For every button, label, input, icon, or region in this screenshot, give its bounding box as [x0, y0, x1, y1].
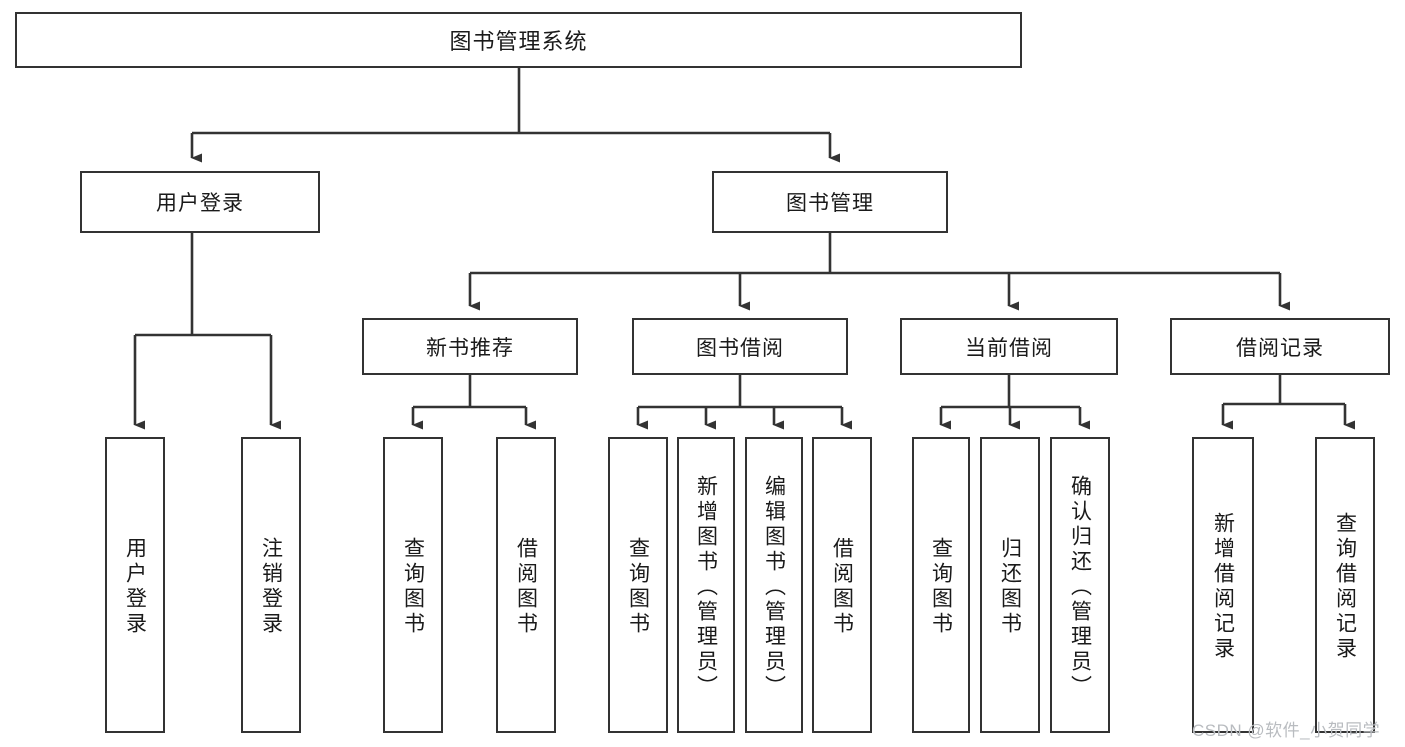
node-borrow-records[interactable]: 借阅记录 — [1170, 318, 1390, 375]
node-label: 查询图书 — [626, 537, 650, 637]
node-label: 图书管理系统 — [449, 29, 588, 54]
node-label: 图书借阅 — [696, 336, 784, 360]
node-label: 新增借阅记录 — [1211, 512, 1235, 662]
leaf-records-add-record[interactable]: 新增借阅记录 — [1192, 437, 1254, 733]
leaf-newbook-borrow-book[interactable]: 借阅图书 — [496, 437, 556, 733]
node-label: 归还图书 — [998, 537, 1022, 637]
leaf-borrow-borrow-book[interactable]: 借阅图书 — [812, 437, 872, 733]
node-label: 新增图书（管理员） — [694, 474, 718, 700]
leaf-user-login[interactable]: 用户登录 — [105, 437, 165, 733]
node-label: 新书推荐 — [426, 336, 514, 360]
leaf-borrow-add-book-admin[interactable]: 新增图书（管理员） — [677, 437, 735, 733]
leaf-borrow-query-book[interactable]: 查询图书 — [608, 437, 668, 733]
node-root-system[interactable]: 图书管理系统 — [15, 12, 1022, 68]
node-label: 注销登录 — [259, 537, 283, 637]
leaf-newbook-query-book[interactable]: 查询图书 — [383, 437, 443, 733]
node-label: 用户登录 — [123, 537, 147, 637]
node-user-login[interactable]: 用户登录 — [80, 171, 320, 233]
node-book-borrow[interactable]: 图书借阅 — [632, 318, 848, 375]
node-book-management[interactable]: 图书管理 — [712, 171, 948, 233]
leaf-current-return-book[interactable]: 归还图书 — [980, 437, 1040, 733]
node-label: 当前借阅 — [965, 336, 1053, 360]
node-label: 查询借阅记录 — [1333, 512, 1357, 662]
node-label: 借阅图书 — [830, 537, 854, 637]
node-label: 确认归还（管理员） — [1068, 474, 1092, 700]
node-label: 借阅图书 — [514, 537, 538, 637]
leaf-user-logout[interactable]: 注销登录 — [241, 437, 301, 733]
leaf-current-query-book[interactable]: 查询图书 — [912, 437, 970, 733]
node-label: 图书管理 — [786, 192, 874, 215]
node-label: 编辑图书（管理员） — [762, 474, 786, 700]
node-label: 借阅记录 — [1236, 336, 1324, 360]
node-new-book-recommend[interactable]: 新书推荐 — [362, 318, 578, 375]
node-current-borrow[interactable]: 当前借阅 — [900, 318, 1118, 375]
node-label: 用户登录 — [156, 192, 244, 215]
leaf-current-confirm-return-admin[interactable]: 确认归还（管理员） — [1050, 437, 1110, 733]
leaf-records-query-record[interactable]: 查询借阅记录 — [1315, 437, 1375, 733]
node-label: 查询图书 — [929, 537, 953, 637]
node-label: 查询图书 — [401, 537, 425, 637]
leaf-borrow-edit-book-admin[interactable]: 编辑图书（管理员） — [745, 437, 803, 733]
